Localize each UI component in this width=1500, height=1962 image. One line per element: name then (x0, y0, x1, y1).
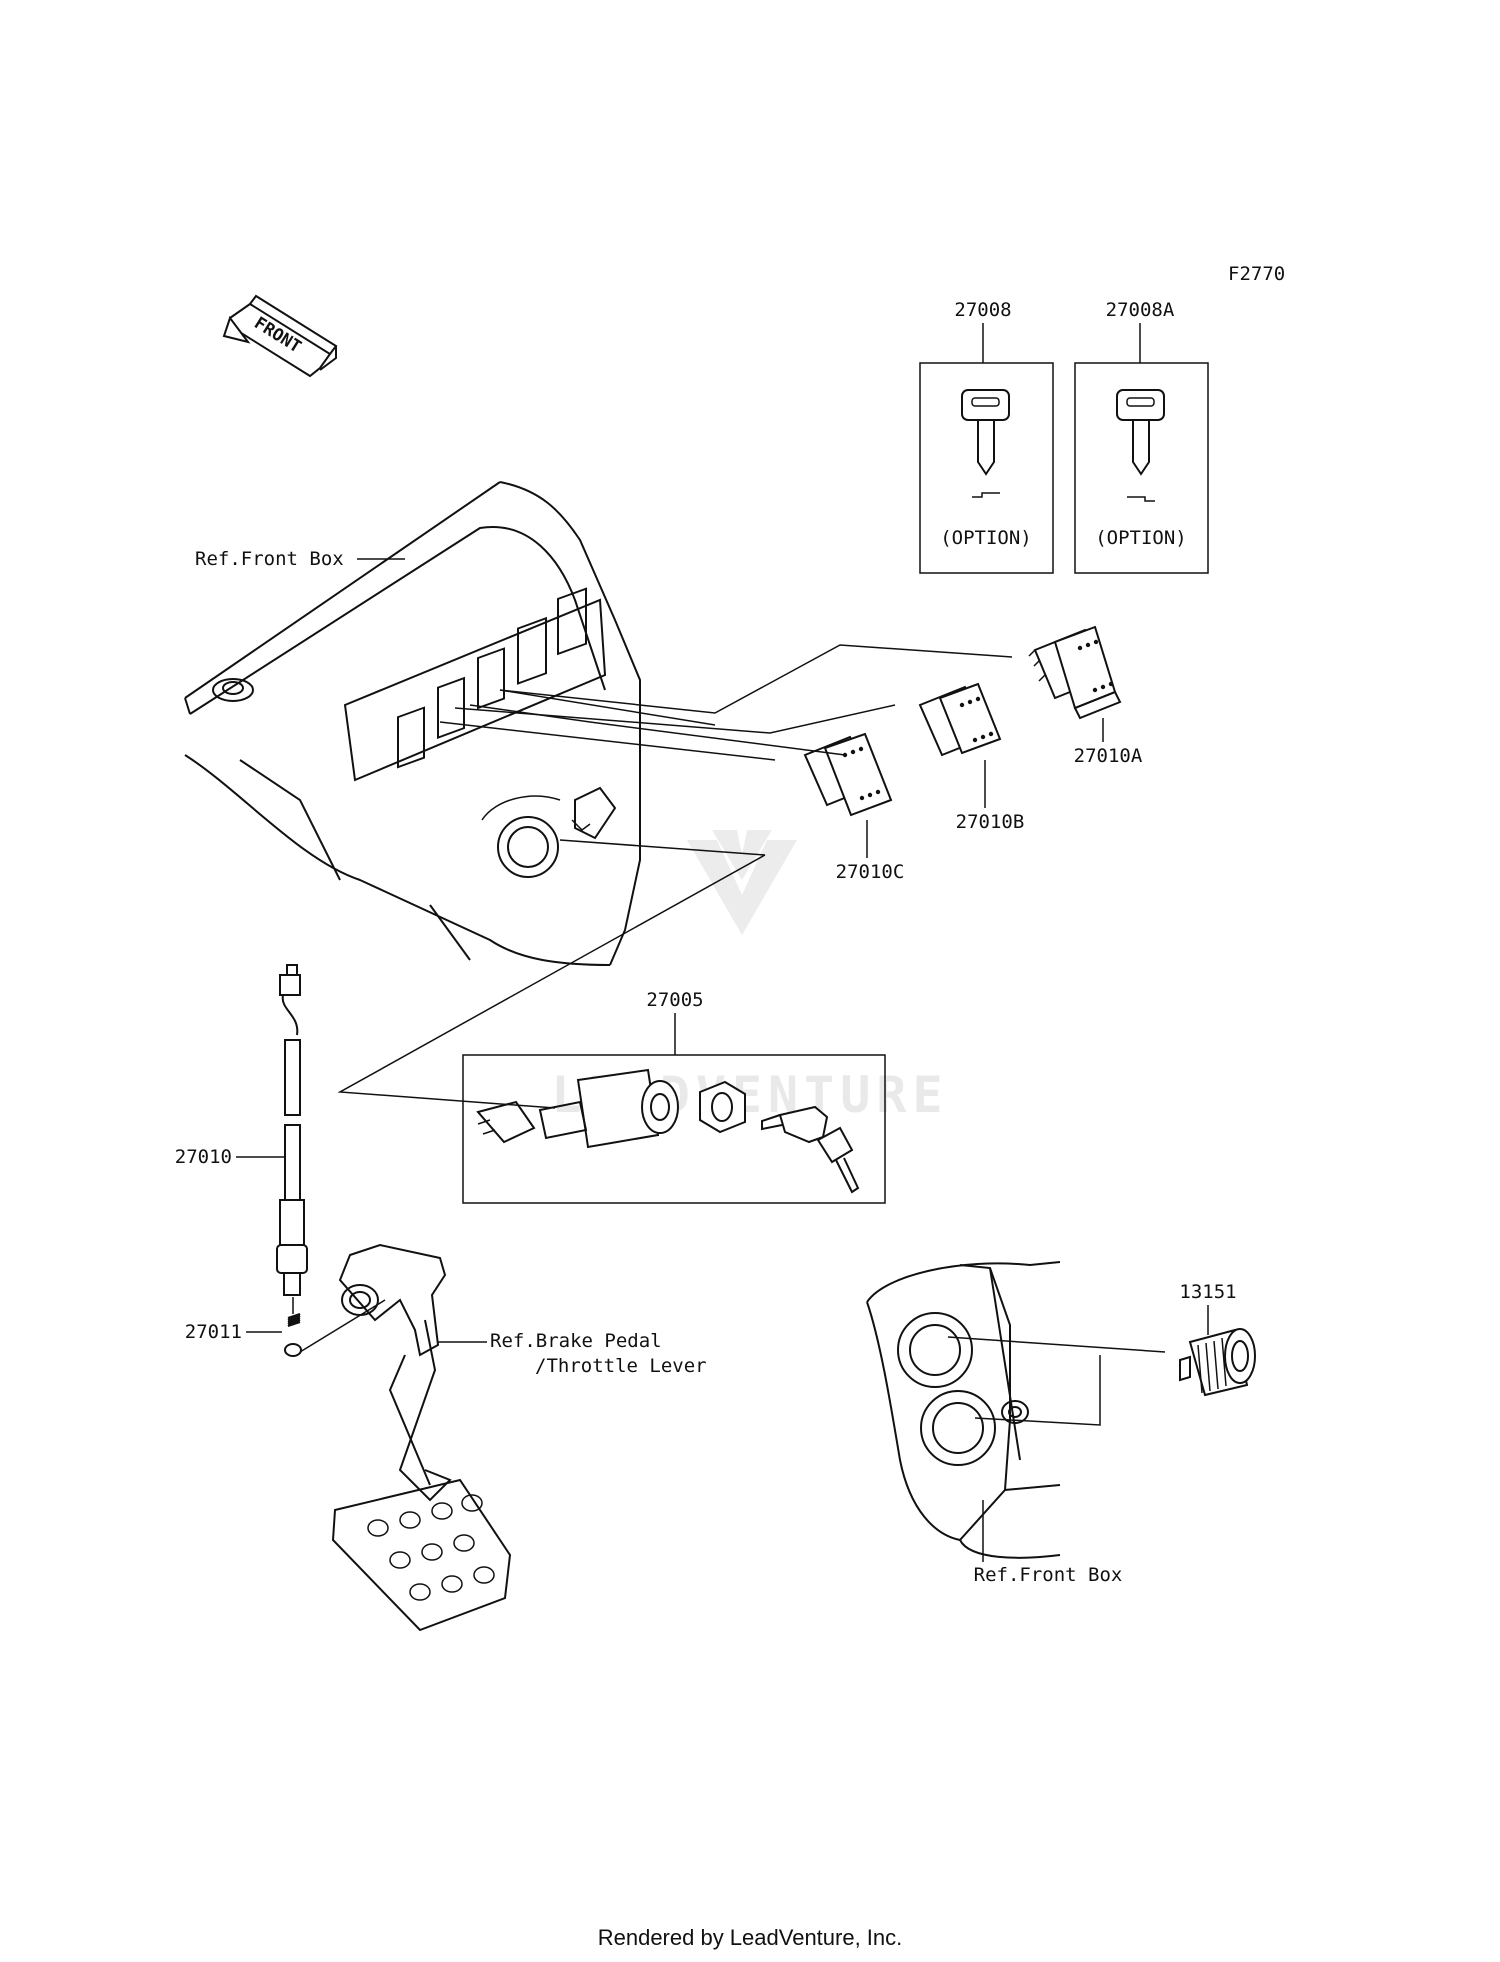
ref-brake-pedal-line1: Ref.Brake Pedal (490, 1330, 662, 1352)
ignition-switch-kit-box (462, 1054, 886, 1204)
ref-front-box-bottom: Ref.Front Box (974, 1564, 1123, 1586)
ignition-switch-27005 (476, 1068, 679, 1149)
rocker-switch-27010A (1028, 625, 1122, 720)
part-number-27005: 27005 (646, 989, 703, 1011)
accessory-socket-13151 (1179, 1328, 1256, 1397)
part-number-27010: 27010 (175, 1146, 232, 1168)
brake-switch-27010 (276, 964, 308, 1296)
rocker-switch-27010C (803, 732, 893, 817)
key-option-27008: 27008 (OPTION) (919, 299, 1054, 574)
front-arrow-icon: FRONT (222, 294, 338, 378)
front-box-dashboard (184, 481, 641, 966)
option-label: (OPTION) (1095, 527, 1187, 549)
part-number-13151: 13151 (1179, 1281, 1236, 1303)
key-icon (1116, 389, 1165, 502)
ref-front-box-top: Ref.Front Box (195, 548, 344, 570)
footer-credit: Rendered by LeadVenture, Inc. (597, 1925, 903, 1950)
brake-pedal (331, 1243, 512, 1632)
front-box-lower (866, 1261, 1061, 1559)
rocker-switch-27010B (918, 682, 1002, 757)
part-number-27011: 27011 (185, 1321, 242, 1343)
part-number-27010A: 27010A (1074, 745, 1143, 767)
key-option-27008A: 27008A (OPTION) (1074, 299, 1209, 574)
ignition-key-icon (761, 1105, 860, 1194)
key-icon (961, 389, 1010, 498)
ref-brake-pedal-line2: /Throttle Lever (535, 1355, 707, 1377)
part-number-27008: 27008 (954, 299, 1011, 321)
figure-id: F2770 (1228, 263, 1285, 285)
lock-nut (699, 1080, 746, 1134)
spring-27011 (284, 1297, 302, 1357)
part-number-27010C: 27010C (836, 861, 905, 883)
part-number-27010B: 27010B (956, 811, 1025, 833)
option-label: (OPTION) (940, 527, 1032, 549)
part-number-27008A: 27008A (1106, 299, 1175, 321)
